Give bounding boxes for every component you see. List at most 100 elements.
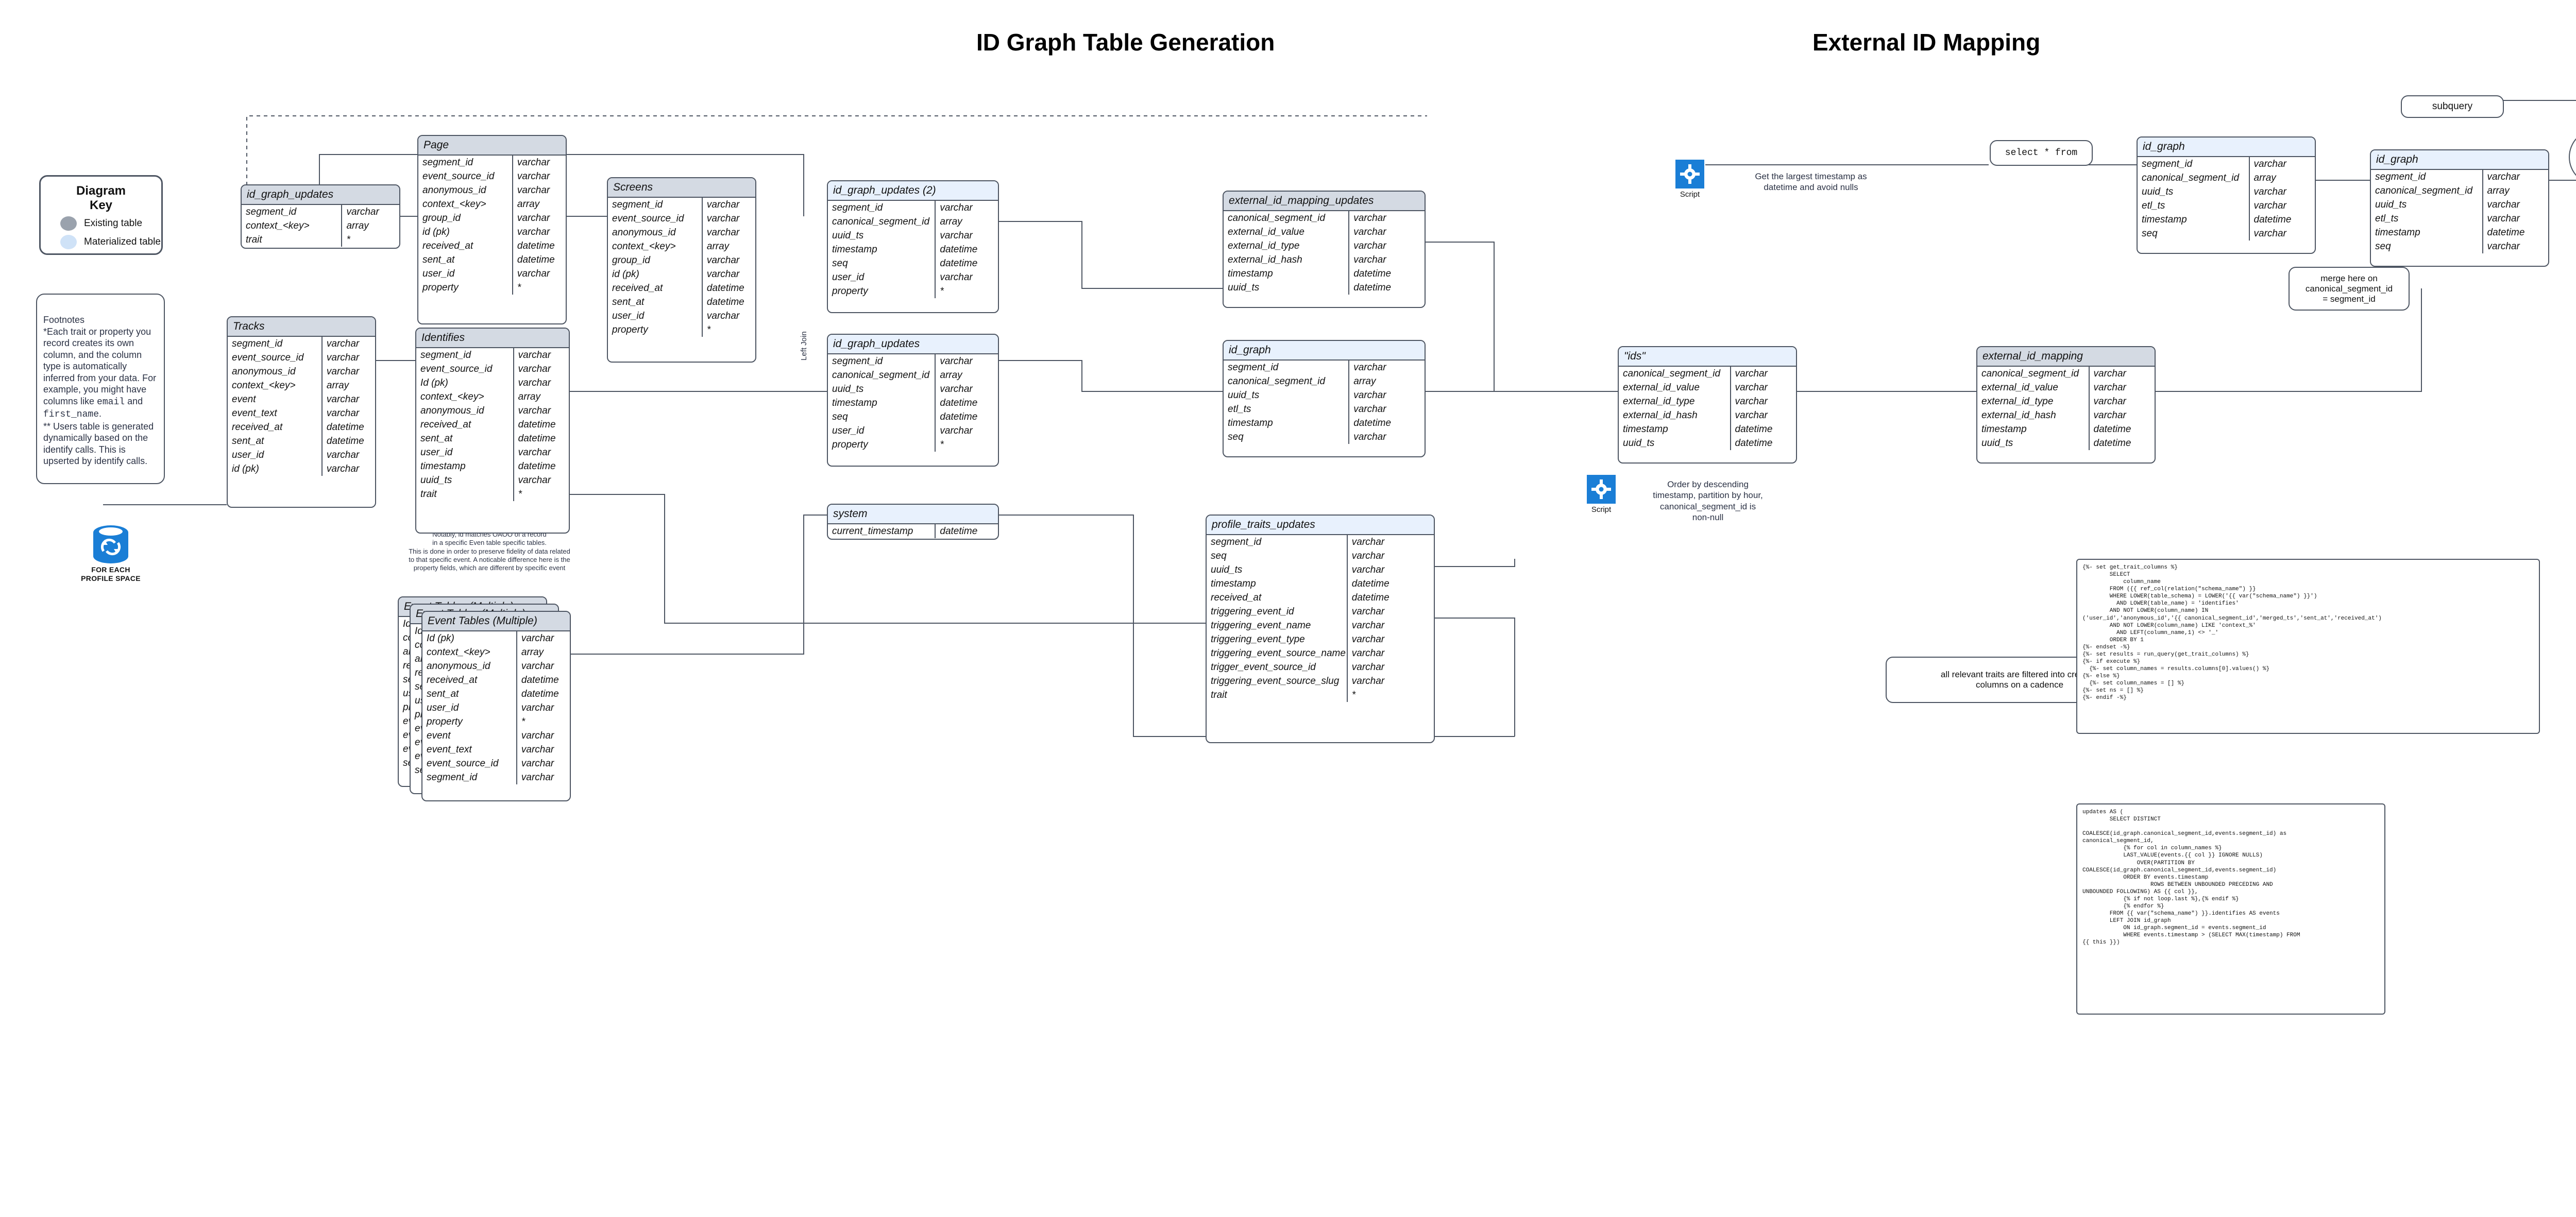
column-name: sent_at (422, 687, 517, 701)
column-type: varchar (518, 364, 551, 374)
column-name: canonical_segment_id (2371, 184, 2483, 198)
column-name: context_<key> (228, 379, 323, 392)
column-name: segment_id (2371, 170, 2483, 184)
pill-subquery[interactable]: subquery (2401, 95, 2504, 118)
column-name: timestamp (2371, 226, 2483, 239)
column-name: sent_at (608, 295, 703, 309)
footnotes-heading: Footnotes (43, 315, 85, 325)
footnote-code-email: email (97, 397, 125, 407)
column-type: varchar (521, 730, 554, 741)
column-name: event_source_id (418, 169, 513, 183)
column-name: uuid_ts (828, 229, 936, 243)
column-name: context_<key> (418, 197, 513, 211)
table-row: id (pk)varchar (228, 462, 375, 476)
column-type: varchar (1353, 432, 1386, 442)
column-type: array (518, 391, 540, 402)
column-name: canonical_segment_id (1224, 211, 1350, 225)
column-name: triggering_event_source_slug (1207, 674, 1348, 688)
column-name: seq (828, 410, 936, 424)
column-name: anonymous_id (422, 659, 517, 673)
column-type: varchar (940, 384, 973, 395)
column-name: segment_id (2138, 157, 2250, 171)
column-name: user_id (228, 448, 323, 462)
column-name: seq (1224, 430, 1350, 444)
pill-union[interactable]: Union (2569, 129, 2576, 185)
column-type: datetime (706, 283, 744, 294)
table-title: id_graph_updates (242, 185, 399, 205)
column-name: external_id_hash (1619, 408, 1731, 422)
table-title: external_id_mapping (1977, 347, 2155, 367)
column-name: segment_id (422, 770, 517, 784)
column-type: varchar (2487, 172, 2520, 182)
table-row: context_<key>array (228, 379, 375, 392)
column-type: datetime (1353, 282, 1392, 293)
table-row: segment_id varchar (2371, 170, 2548, 184)
column-name: received_at (1207, 591, 1348, 605)
column-name: anonymous_id (608, 226, 703, 239)
table-row: property* (828, 284, 998, 298)
table-row: context_<key>array (416, 390, 569, 404)
diagram-key-title-line1: Diagram (76, 184, 126, 198)
column-name: timestamp (416, 459, 514, 473)
column-name: external_id_value (1619, 381, 1731, 395)
column-type: varchar (2487, 241, 2520, 252)
column-type: varchar (706, 311, 740, 321)
column-name: uuid_ts (1977, 436, 2090, 450)
column-name: user_id (828, 270, 936, 284)
column-name: received_at (416, 418, 514, 432)
column-type: varchar (706, 255, 740, 266)
column-name: group_id (608, 253, 703, 267)
pill-select-star-from[interactable]: select * from (1990, 140, 2093, 166)
column-name: external_id_hash (1977, 408, 2090, 422)
column-type: varchar (518, 447, 551, 458)
database-cylinder-icon (93, 525, 128, 563)
column-name: timestamp (2138, 213, 2250, 227)
footnote-code-first-name: first_name (43, 409, 99, 420)
table-row: context_<key>array (608, 239, 755, 253)
column-type: varchar (2253, 186, 2286, 197)
column-type: varchar (2093, 382, 2126, 393)
footnotes-line1: *Each trait or property you record creat… (43, 326, 157, 420)
column-type: varchar (706, 199, 740, 210)
